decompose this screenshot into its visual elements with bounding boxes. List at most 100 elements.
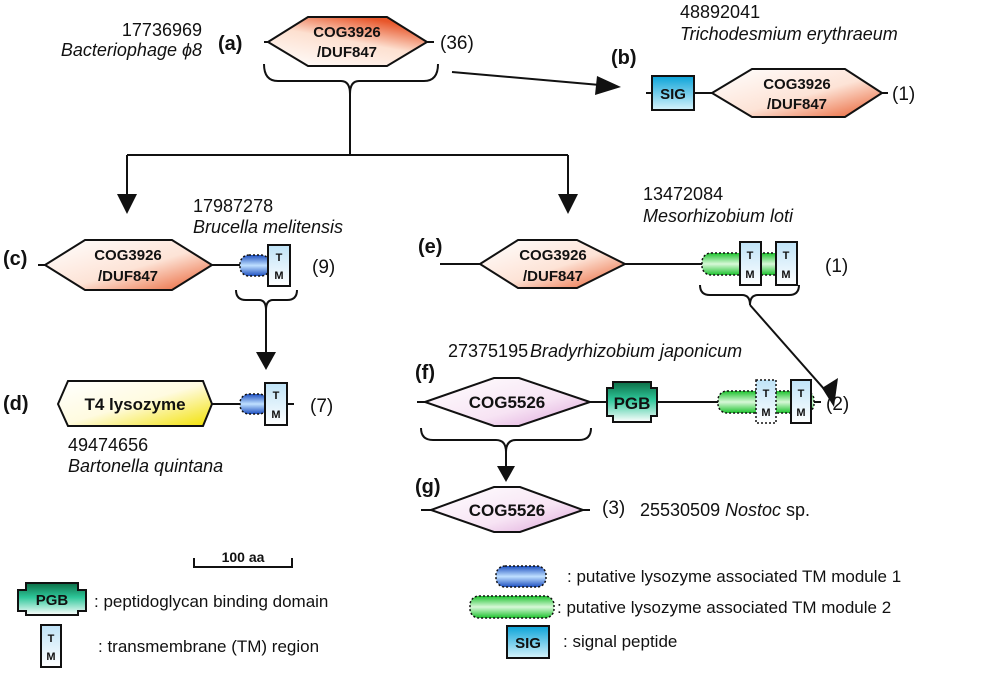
panel-label: (f) — [415, 362, 435, 384]
legend-text: : signal peptide — [563, 632, 677, 651]
panel-label: (a) — [218, 33, 242, 55]
arrow-head — [497, 466, 515, 482]
tm-region-dashed — [755, 379, 777, 424]
member-count: (1) — [825, 256, 848, 277]
panel-label: (g) — [415, 476, 441, 498]
tm-region — [790, 379, 812, 424]
tm-region — [775, 241, 798, 286]
tm-label: M — [46, 651, 55, 663]
tm-label: T — [763, 388, 770, 400]
tm-label: M — [781, 269, 790, 281]
scale-bar-label: 100 aa — [222, 549, 265, 565]
member-count: (7) — [310, 396, 333, 417]
legend-text: : peptidoglycan binding domain — [94, 592, 328, 611]
scale-bar-line — [193, 558, 293, 568]
species-name: Trichodesmium erythraeum — [680, 24, 898, 44]
species-name: Brucella melitensis — [193, 217, 343, 237]
tm-region — [267, 244, 291, 287]
legend-item-pgb: PGB : peptidoglycan binding domain — [17, 582, 328, 616]
species-name: Bartonella quintana — [68, 456, 223, 476]
panel-g: (g) COG5526 (3) 25530509 Nostoc sp. — [415, 476, 810, 533]
tree-connectors — [117, 71, 621, 214]
legend-item-sig: SIG : signal peptide — [506, 625, 677, 659]
species-name: Bacteriophage ϕ8 — [61, 40, 202, 60]
domain-label: COG5526 — [469, 501, 546, 520]
arrow-head — [117, 194, 137, 214]
member-count: (3) — [602, 498, 625, 519]
legend-item-module2: : putative lysozyme associated TM module… — [469, 595, 891, 619]
tm-label: M — [796, 407, 805, 419]
arrow-head — [256, 352, 276, 370]
domain-label: /DUF847 — [767, 96, 827, 113]
member-count: (1) — [892, 84, 915, 105]
legend: PGB : peptidoglycan binding domain T M :… — [17, 565, 901, 668]
domain-label: COG3926 — [763, 76, 831, 93]
tm-label: M — [274, 270, 283, 282]
panel-d: (d) T4 lysozyme T M (7) 49474656 Bartone… — [3, 380, 333, 476]
legend-text: : transmembrane (TM) region — [98, 637, 319, 656]
legend-item-tm: T M : transmembrane (TM) region — [40, 624, 319, 668]
domain-label: T4 lysozyme — [84, 395, 185, 414]
group-bracket — [263, 63, 439, 95]
tm-label: T — [48, 633, 55, 645]
pgb-domain — [606, 381, 658, 423]
domain-label: /DUF847 — [523, 268, 583, 285]
pgb-label: PGB — [614, 394, 651, 413]
connector-line — [749, 304, 833, 399]
tm-label: T — [273, 390, 280, 402]
tm-module-2-icon — [469, 595, 555, 619]
legend-item-module1: : putative lysozyme associated TM module… — [495, 565, 901, 588]
tm-icon — [40, 624, 62, 668]
legend-symbol: PGB — [36, 592, 69, 609]
accession-id: 25530509 — [640, 500, 720, 520]
panel-a: 17736969 Bacteriophage ϕ8 (a) COG3926 /D… — [61, 16, 474, 95]
accession-id: 17736969 — [122, 20, 202, 40]
group-bracket — [235, 289, 298, 311]
member-count: (2) — [826, 394, 849, 415]
arrow-head — [595, 76, 621, 95]
accession-id: 17987278 — [193, 196, 273, 216]
arrow-head — [558, 194, 578, 214]
tm-label: T — [783, 250, 790, 262]
tm-label: T — [747, 250, 754, 262]
signal-peptide-icon — [506, 625, 550, 659]
accession-id: 13472084 — [643, 184, 723, 204]
tm-module-1-icon — [495, 565, 547, 588]
species-name: Mesorhizobium loti — [643, 206, 794, 226]
tm-region — [739, 241, 762, 286]
legend-text: : putative lysozyme associated TM module… — [567, 567, 901, 586]
panel-f: (f) 27375195 Bradyrhizobium japonicum CO… — [415, 341, 849, 482]
signal-peptide — [651, 75, 695, 111]
group-bracket — [699, 284, 800, 306]
panel-e: 13472084 Mesorhizobium loti (e) COG3926 … — [418, 184, 848, 407]
pgb-icon — [17, 582, 87, 616]
connector-line — [451, 71, 601, 86]
species-name: Bradyrhizobium japonicum — [530, 341, 742, 361]
panel-c: 17987278 Brucella melitensis (c) COG3926… — [3, 196, 343, 370]
scale-bar: 100 aa — [193, 549, 293, 568]
tm-label: M — [271, 409, 280, 421]
species-suffix: sp. — [781, 500, 810, 520]
member-count: (36) — [440, 33, 474, 54]
species-line: Nostoc sp. — [725, 500, 810, 520]
tm-label: T — [276, 252, 283, 264]
domain-label: COG3926 — [313, 24, 381, 41]
domain-label: COG5526 — [469, 393, 546, 412]
domain-label: /DUF847 — [317, 44, 377, 61]
panel-b: 48892041 Trichodesmium erythraeum (b) SI… — [611, 2, 915, 118]
panel-label: (b) — [611, 47, 637, 69]
panel-label: (e) — [418, 236, 442, 258]
tm-label: M — [745, 269, 754, 281]
domain-label: COG3926 — [519, 247, 587, 264]
tm-module-1 — [239, 254, 271, 277]
tm-label: T — [798, 388, 805, 400]
accession-id: 49474656 — [68, 435, 148, 455]
domain-label: /DUF847 — [98, 268, 158, 285]
legend-symbol: SIG — [515, 635, 541, 652]
domain-label: COG3926 — [94, 247, 162, 264]
group-bracket — [420, 427, 592, 453]
member-count: (9) — [312, 257, 335, 278]
sig-label: SIG — [660, 86, 686, 103]
tm-label: M — [761, 407, 770, 419]
